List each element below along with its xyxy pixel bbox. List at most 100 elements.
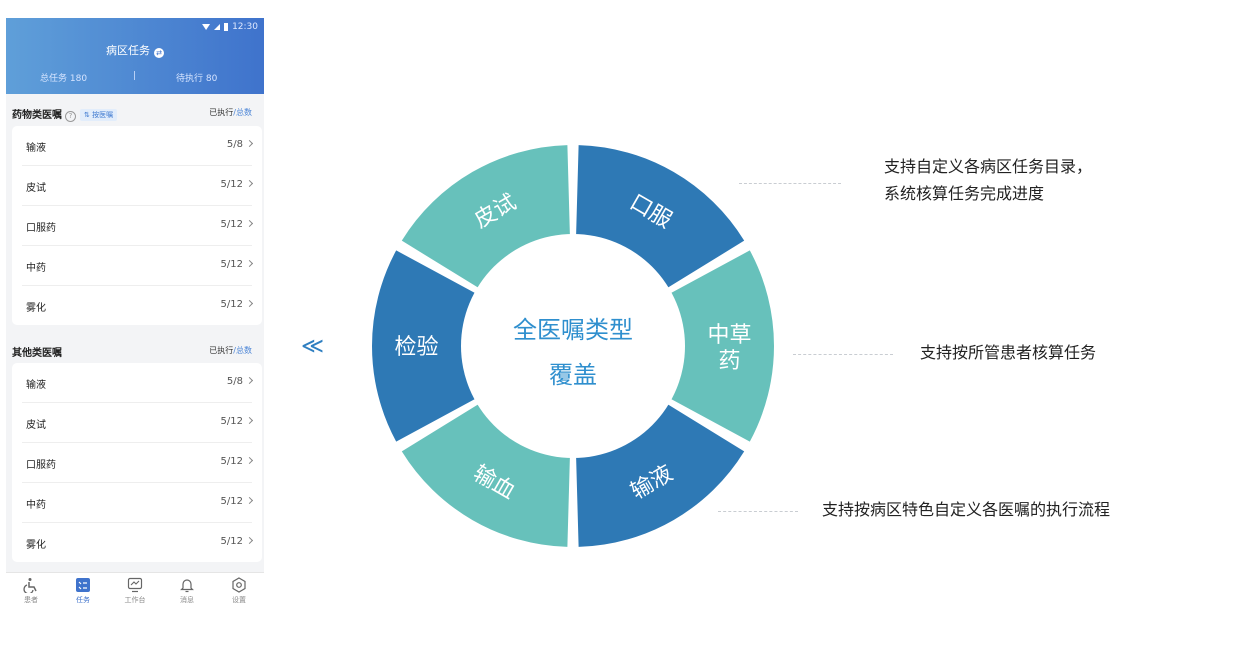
wheelchair-icon [23,578,37,593]
list-item[interactable]: 中药 5/12 [22,246,254,286]
item-name: 口服药 [26,460,56,471]
section-header-medication: 药物类医嘱? ⇅ 按医嘱 已执行/总数 [6,100,264,124]
tab-patients[interactable]: 患者 [11,577,51,605]
list-item[interactable]: 输液 5/8 [22,126,254,166]
chevron-right-icon [245,299,254,308]
item-count: 5/12 [221,416,254,427]
donut-center [461,234,685,458]
item-name: 皮试 [26,183,46,194]
feature-patient-tasks: 支持按所管患者核算任务 [920,339,1096,366]
wifi-icon [202,24,211,30]
item-count: 5/12 [221,179,254,190]
donut-center-line2: 覆盖 [549,361,597,389]
sort-by-order-button[interactable]: ⇅ 按医嘱 [80,109,118,121]
leader-line-2 [793,354,893,355]
item-count: 5/12 [221,299,254,310]
section-legend: 已执行/总数 [209,107,252,118]
legend-done: 已执行 [209,108,234,117]
legend-total: 总数 [236,346,252,355]
tab-messages[interactable]: 消息 [167,577,207,605]
donut-segment [401,402,570,547]
donut-segment-label: 中草药 [707,323,751,374]
list-item[interactable]: 皮试 5/12 [22,166,254,206]
bottom-tab-bar: 患者 任务 工作台 消息 设置 [6,572,264,609]
chevron-right-icon [245,259,254,268]
item-name: 中药 [26,263,46,274]
chevron-right-icon [245,496,254,505]
item-name: 雾化 [26,303,46,314]
chevron-right-icon [245,456,254,465]
chevron-right-icon [245,536,254,545]
help-icon[interactable]: ? [65,110,76,122]
chevron-right-icon [245,179,254,188]
task-summary: 总任务 180 | 待执行 80 [6,71,264,85]
gear-icon [232,577,246,593]
donut-segment [401,145,570,290]
toggle-icon[interactable]: ⇄ [154,48,164,58]
ward-task-title[interactable]: 病区任务 ⇄ [6,42,264,58]
item-count: 5/12 [221,456,254,467]
donut-segment [576,145,745,290]
total-tasks: 总任务 180 [40,74,88,84]
bell-icon [180,579,194,593]
list-item[interactable]: 输液 5/8 [22,363,254,403]
legend-sep: / [233,346,236,355]
chevron-right-icon [245,219,254,228]
list-item[interactable]: 口服药 5/12 [22,443,254,483]
phone-screen: 12:30 病区任务 ⇄ 总任务 180 | 待执行 80 药物类医嘱? ⇅ 按医嘱… [6,18,264,609]
donut-segment [576,402,745,547]
other-order-list: 输液 5/8 皮试 5/12 口服药 5/12 中药 5/12 雾化 5/12 [12,363,262,562]
donut-center-line1: 全医嘱类型 [513,316,633,344]
item-count: 5/8 [227,376,254,387]
item-count: 5/8 [227,139,254,150]
status-time: 12:30 [232,22,258,32]
feature-line: 支持按病区特色自定义各医嘱的执行流程 [822,500,1111,519]
donut-segment [668,250,774,442]
list-item[interactable]: 中药 5/12 [22,483,254,523]
list-item[interactable]: 雾化 5/12 [22,523,254,562]
chevron-right-icon [245,416,254,425]
legend-total: 总数 [236,108,252,117]
list-item[interactable]: 雾化 5/12 [22,286,254,325]
leader-line-1 [739,183,841,184]
item-name: 口服药 [26,223,56,234]
item-count: 5/12 [221,259,254,270]
item-name: 输液 [26,380,46,391]
tab-workbench[interactable]: 工作台 [115,577,155,605]
leader-line-3 [718,511,798,512]
section-legend: 已执行/总数 [209,345,252,356]
legend-sep: / [233,108,236,117]
monitor-icon [127,577,143,593]
tab-settings[interactable]: 设置 [219,577,259,605]
list-item[interactable]: 皮试 5/12 [22,403,254,443]
item-name: 中药 [26,500,46,511]
feature-custom-ward-catalog: 支持自定义各病区任务目录， 系统核算任务完成进度 [884,153,1092,207]
phone-header: 12:30 病区任务 ⇄ 总任务 180 | 待执行 80 [6,18,264,94]
feature-line: 系统核算任务完成进度 [884,184,1045,203]
section-title: 药物类医嘱 [12,110,62,121]
section-header-other: 其他类医嘱 已执行/总数 [6,338,264,362]
page-title: 病区任务 [106,44,150,57]
feature-custom-workflow: 支持按病区特色自定义各医嘱的执行流程 [822,496,1110,523]
item-name: 雾化 [26,540,46,551]
item-name: 输液 [26,143,46,154]
feature-line: 支持按所管患者核算任务 [920,343,1097,362]
battery-icon [224,23,229,31]
summary-divider: | [133,71,137,81]
legend-done: 已执行 [209,346,234,355]
item-count: 5/12 [221,536,254,547]
item-count: 5/12 [221,496,254,507]
task-list-icon [76,578,90,592]
signal-icon [214,24,221,30]
item-name: 皮试 [26,420,46,431]
double-left-arrow-icon: ≪ [301,334,325,359]
feature-line: 支持自定义各病区任务目录， [884,157,1093,176]
chevron-right-icon [245,139,254,148]
pending-tasks: 待执行 80 [176,74,218,84]
tab-tasks[interactable]: 任务 [63,577,103,605]
donut-segment-label: 检验 [394,335,438,360]
section-title: 其他类医嘱 [12,348,62,359]
